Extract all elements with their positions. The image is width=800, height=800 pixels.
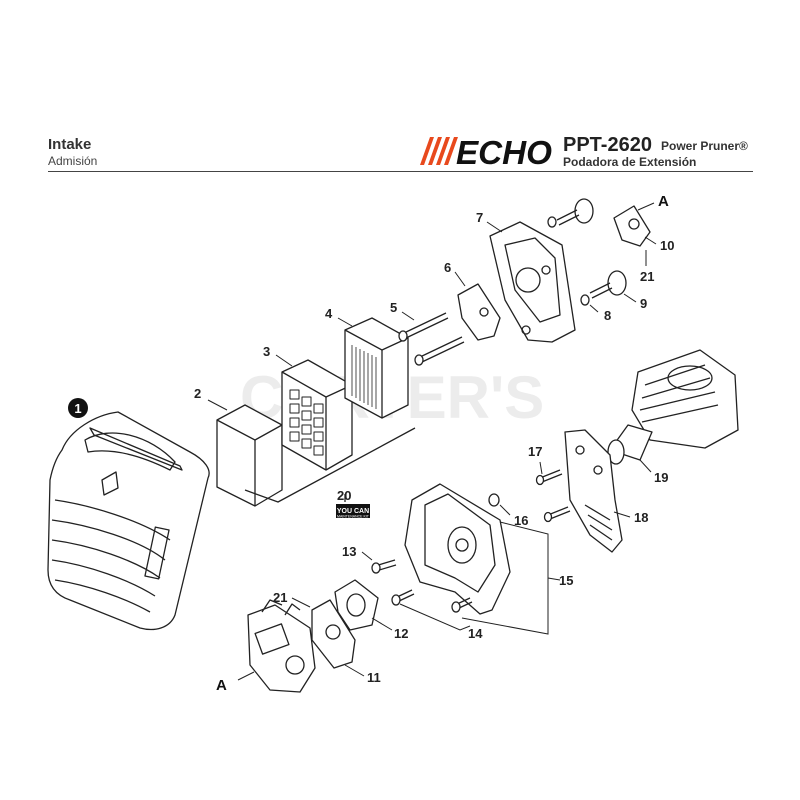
- model-description-es: Podadora de Extensión: [563, 155, 697, 169]
- callout-6: 6: [444, 260, 451, 275]
- leader-18: [613, 511, 631, 518]
- callout-13: 13: [342, 544, 356, 559]
- part-insulator-18: [564, 429, 623, 553]
- leader-11: [344, 664, 365, 677]
- part-filter-frame: [281, 359, 353, 471]
- part-insulator-12: [334, 579, 379, 631]
- leader-20: [244, 427, 416, 503]
- leader-14: [399, 603, 471, 631]
- leader-12: [371, 617, 393, 631]
- model-number: PPT-2620: [563, 134, 652, 156]
- callout-12: 12: [394, 626, 408, 641]
- part-screw-13: [371, 559, 397, 574]
- callout-10: 10: [660, 238, 674, 253]
- badge-line1: YOU CAN: [337, 508, 369, 515]
- leader-17: [539, 461, 543, 475]
- part-filter-base: [489, 221, 576, 343]
- callout-11: 11: [367, 670, 381, 685]
- reference-A-bottom: A: [216, 677, 227, 694]
- leader-4: [337, 317, 353, 327]
- part-knob-9: [589, 270, 627, 299]
- part-cleaner-case: [404, 483, 511, 615]
- maintenance-kit-badge: YOU CAN MAINTENANCE KIT: [336, 504, 370, 519]
- section-title: Intake: [48, 136, 92, 153]
- callout-2: 2: [194, 386, 201, 401]
- callout-3: 3: [263, 344, 270, 359]
- leader-A-bottom: [237, 671, 255, 681]
- callout-19: 19: [654, 470, 668, 485]
- callout-1-circle: [68, 398, 88, 418]
- callout-15: 15: [559, 573, 573, 588]
- callout-21-top: 21: [640, 269, 654, 284]
- leader-15: [461, 521, 549, 635]
- part-paper-filter: [344, 317, 409, 419]
- part-gasket-10: [613, 205, 651, 247]
- leader-16: [499, 504, 511, 516]
- callout-14: 14: [468, 626, 483, 641]
- callout-9: 9: [640, 296, 647, 311]
- leader-15b: [547, 577, 561, 581]
- callout-4: 4: [325, 306, 333, 321]
- callout-18: 18: [634, 510, 648, 525]
- leader-9: [623, 293, 637, 303]
- section-subtitle: Admisión: [48, 154, 98, 168]
- badge-line2: MAINTENANCE KIT: [337, 515, 370, 519]
- leader-3: [275, 354, 293, 367]
- part-intake-19: [607, 424, 653, 465]
- leader-7: [486, 221, 503, 233]
- callout-1: 1: [74, 401, 81, 416]
- header-divider: [48, 171, 753, 172]
- part-foam-filter: [216, 404, 283, 507]
- part-gasket-6: [457, 283, 501, 341]
- callout-17: 17: [528, 444, 542, 459]
- leader-13: [361, 551, 373, 561]
- echo-logo: ECHO: [420, 135, 552, 167]
- callout-8: 8: [604, 308, 611, 323]
- part-knob-top: [547, 198, 594, 228]
- leader-5: [401, 311, 415, 321]
- leader-2: [207, 399, 228, 411]
- callout-16: 16: [514, 513, 528, 528]
- leader-21-bottom: [291, 597, 311, 608]
- leader-8: [589, 304, 599, 313]
- part-air-cleaner-cover: [47, 411, 210, 631]
- logo-stripes: [420, 137, 458, 165]
- part-carburetor: [247, 599, 316, 693]
- logo-wordmark: ECHO: [456, 135, 552, 167]
- part-washer-8: [580, 294, 590, 306]
- part-cylinder: [631, 349, 739, 449]
- callout-7: 7: [476, 210, 483, 225]
- reference-A-top: A: [658, 193, 669, 210]
- leader-19: [639, 459, 652, 473]
- callout-20: 20: [337, 488, 351, 503]
- part-screws-14: [391, 589, 473, 613]
- leader-A-top: [637, 202, 655, 211]
- part-washer-16: [488, 493, 500, 507]
- part-screws-17: [535, 469, 571, 523]
- leader-6: [454, 271, 466, 287]
- part-screws-5: [398, 312, 465, 366]
- model-description: Power Pruner®: [661, 139, 748, 153]
- callout-5: 5: [390, 300, 397, 315]
- callout-21-bottom: 21: [273, 590, 287, 605]
- leader-10: [644, 236, 657, 245]
